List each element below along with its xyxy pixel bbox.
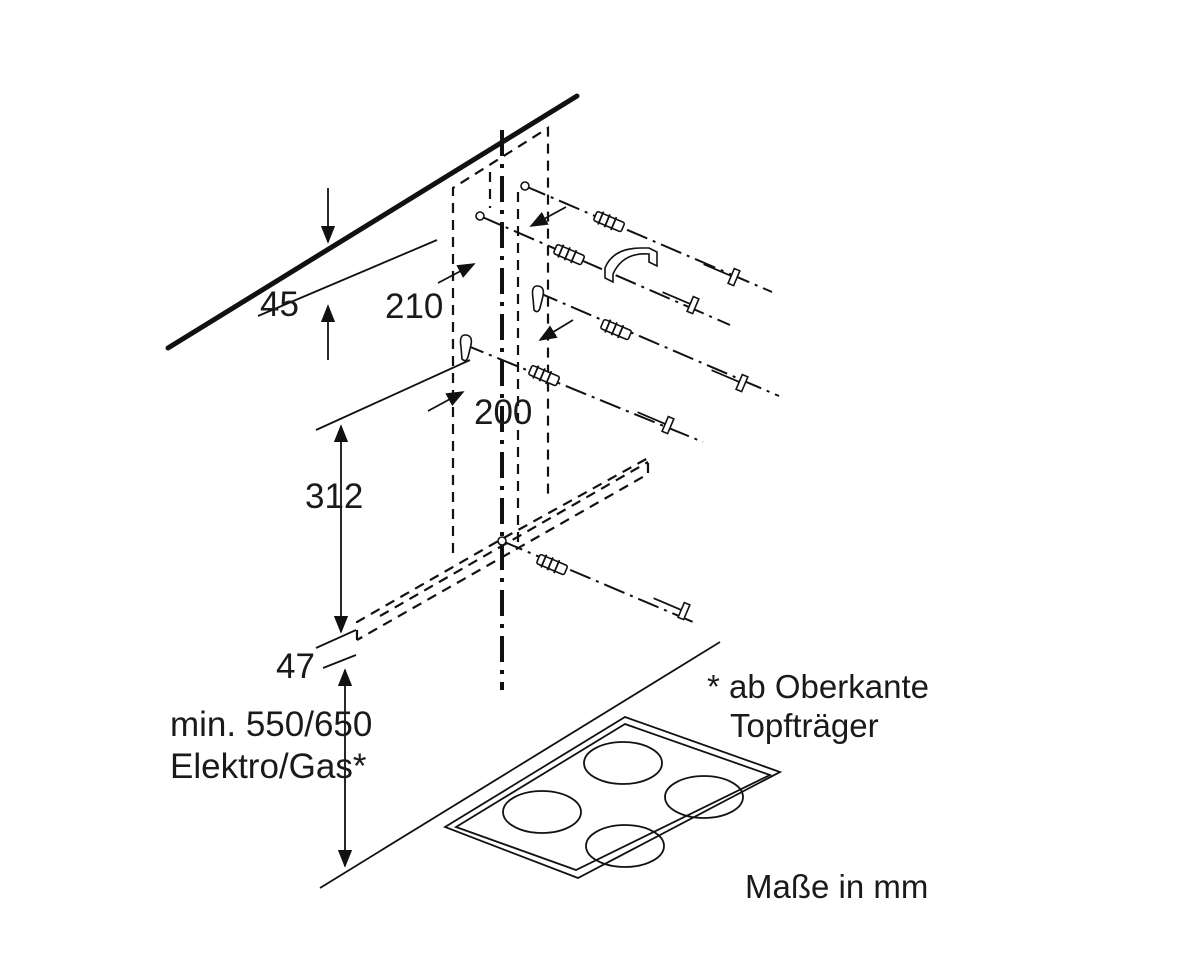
extension-lines <box>257 239 721 889</box>
dimension-arrows <box>320 188 574 868</box>
dim-210: 210 <box>385 287 443 326</box>
dim-312: 312 <box>305 477 363 516</box>
dim-47: 47 <box>276 647 315 686</box>
dim-min-height-line2: Elektro/Gas* <box>170 747 367 786</box>
keyhole-slots <box>459 285 545 362</box>
dim-200: 200 <box>474 393 532 432</box>
screws <box>637 263 749 621</box>
hood-outline <box>355 456 650 641</box>
dim-45: 45 <box>260 285 299 324</box>
hob <box>442 716 783 879</box>
footnote-line2: Topfträger <box>730 707 879 744</box>
dim-min-height-line1: min. 550/650 <box>170 705 372 744</box>
wall-bracket <box>604 247 658 284</box>
ceiling-line <box>165 93 580 351</box>
chimney-outline <box>451 126 550 553</box>
wall-plugs <box>528 210 633 576</box>
mounting-holes <box>475 181 530 546</box>
units-note: Maße in mm <box>745 868 928 905</box>
footnote-line1: * ab Oberkante <box>707 668 929 705</box>
